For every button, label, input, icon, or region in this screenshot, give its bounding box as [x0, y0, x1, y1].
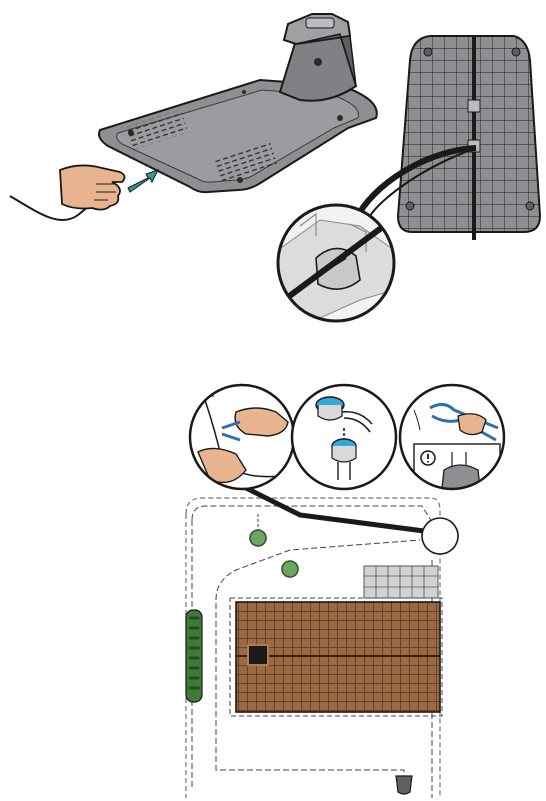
tree-icon: [250, 514, 266, 546]
wire-clamp-detail: [276, 205, 400, 321]
house-icon: [230, 598, 442, 716]
hedge-icon: [186, 610, 202, 702]
wire-cut-detail: [190, 385, 294, 489]
charging-station: [396, 776, 412, 794]
tree-icon: [282, 561, 298, 577]
charging-station-figure: [10, 14, 540, 321]
charging-station: [280, 14, 356, 101]
press-connector-detail: [400, 385, 504, 492]
plate-underside: [398, 36, 540, 240]
patio-tiles-icon: [364, 566, 438, 598]
wire-connector-detail: [292, 385, 396, 489]
push-arrow-icon: [128, 170, 158, 192]
hand-icon: [458, 414, 486, 435]
hand-icon: [60, 165, 125, 209]
boundary-layout-figure: [186, 385, 504, 798]
splice-point-marker: [422, 518, 458, 554]
